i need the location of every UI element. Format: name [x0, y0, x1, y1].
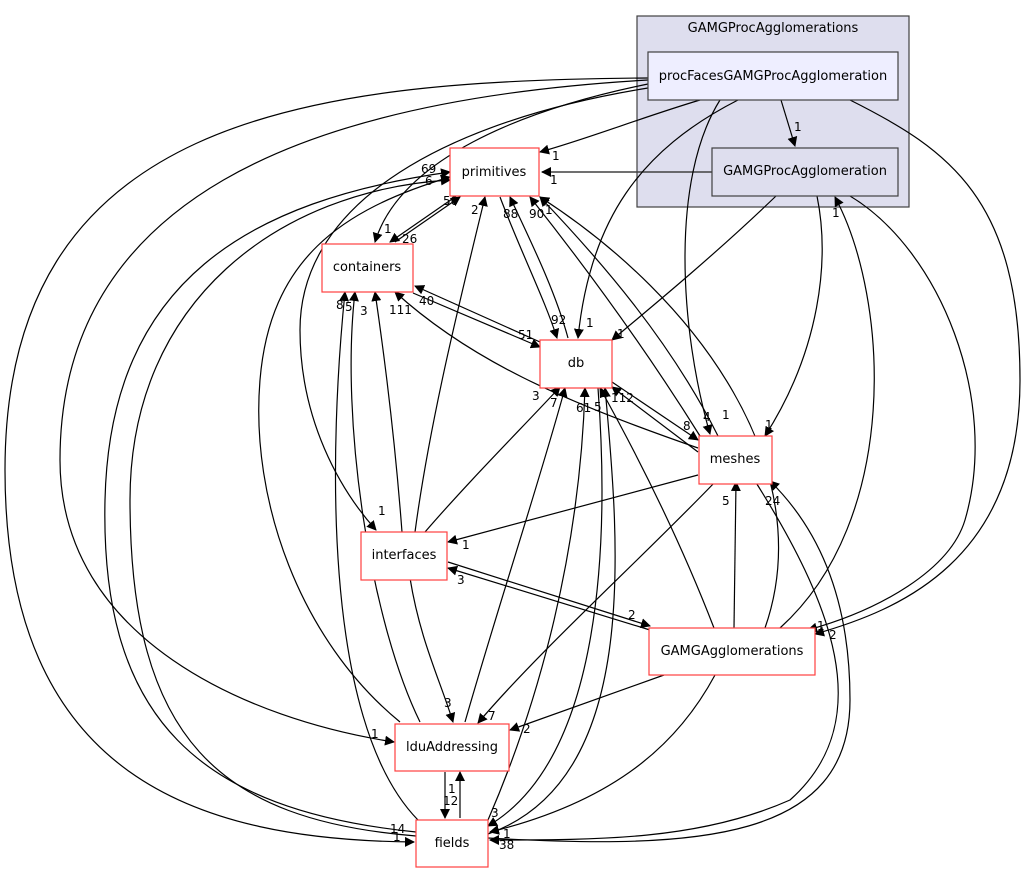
edge-label: 8 [336, 298, 344, 312]
edge-label: 1 [384, 222, 392, 236]
edge-label: 3 [457, 573, 465, 587]
edge-label: 69 [421, 162, 436, 176]
edge-label: 3 [360, 304, 368, 318]
node-label: GAMGAgglomerations [661, 644, 804, 659]
edge-label: 6 [425, 174, 433, 188]
edge-label: 2 [829, 628, 837, 642]
edge-label: 1 [817, 619, 825, 633]
edge-label: 1 [545, 203, 553, 217]
edge-label: 1 [765, 418, 773, 432]
edge-label: 2 [523, 722, 531, 736]
edge-label: 26 [402, 232, 417, 246]
edge-label: 50 [443, 194, 458, 208]
edge-label: 1 [371, 727, 379, 741]
edge-label: 3 [491, 806, 499, 820]
node-label: lduAddressing [406, 740, 498, 755]
node-label: primitives [462, 165, 527, 180]
edge-label: 88 [503, 207, 518, 221]
edge-label: 92 [551, 313, 566, 327]
edge-label: 3 [444, 696, 452, 710]
edge-label: 5 [345, 300, 353, 314]
node-primitives[interactable]: primitives [449, 147, 540, 197]
edge-label: 1 [552, 149, 560, 163]
edge-label: 1 [794, 120, 802, 134]
cluster-title: GAMGProcAgglomerations [688, 21, 859, 36]
edge-label: 1 [722, 408, 730, 422]
edge-label: 2 [471, 203, 479, 217]
edge-label: 1 [550, 173, 558, 187]
edge-label: 3 [532, 389, 540, 403]
edge-label: 5 [594, 400, 602, 414]
edge-label: 4 [703, 410, 711, 424]
node-label: procFacesGAMGProcAgglomeration [659, 69, 887, 84]
edge-label: 12 [443, 794, 458, 808]
node-lduaddressing[interactable]: lduAddressing [394, 723, 510, 772]
node-procfacesgamgprocagglomeration[interactable]: procFacesGAMGProcAgglomeration [647, 51, 899, 101]
edge-label: 1 [503, 827, 511, 841]
node-label: containers [333, 260, 402, 275]
edge-label: 1 [617, 327, 625, 341]
edge-label: 7 [488, 709, 496, 723]
node-label: fields [435, 836, 470, 851]
node-fields[interactable]: fields [415, 819, 489, 868]
edge-label: 40 [419, 294, 434, 308]
node-interfaces[interactable]: interfaces [360, 531, 448, 581]
edge-label: 112 [611, 391, 634, 405]
node-gamgprocagglomeration[interactable]: GAMGProcAgglomeration [711, 147, 899, 197]
edges [4, 77, 1021, 847]
edge-label: 1 [832, 206, 840, 220]
edge-label: 14 [390, 822, 405, 836]
node-label: GAMGProcAgglomeration [723, 164, 887, 179]
node-containers[interactable]: containers [321, 243, 414, 293]
edge-label: 1 [448, 782, 456, 796]
edge-label: 51 [518, 328, 533, 342]
edge-label: 5 [722, 494, 730, 508]
node-label: interfaces [372, 548, 437, 563]
node-meshes[interactable]: meshes [698, 435, 773, 485]
edge-label: 24 [765, 494, 780, 508]
edge-label: 38 [499, 838, 514, 852]
edge-label: 111 [389, 303, 412, 317]
edge-labels: 1 1 1 69 6 50 2 88 90 1 1 26 8 5 3 111 4… [336, 120, 840, 852]
node-label: db [568, 356, 585, 371]
edge-label: 2 [628, 608, 636, 622]
edge-label: 1 [378, 504, 386, 518]
node-label: meshes [710, 452, 761, 467]
edge-label: 1 [586, 316, 594, 330]
edge-label: 1 [393, 830, 401, 844]
edge-label: 61 [576, 401, 591, 415]
edge-label: 90 [529, 207, 544, 221]
edge-label: 8 [683, 419, 691, 433]
node-db[interactable]: db [539, 339, 613, 389]
edge-label: 7 [550, 396, 558, 410]
edge-label: 1 [462, 538, 470, 552]
node-gamgagglomerations[interactable]: GAMGAgglomerations [648, 627, 816, 676]
